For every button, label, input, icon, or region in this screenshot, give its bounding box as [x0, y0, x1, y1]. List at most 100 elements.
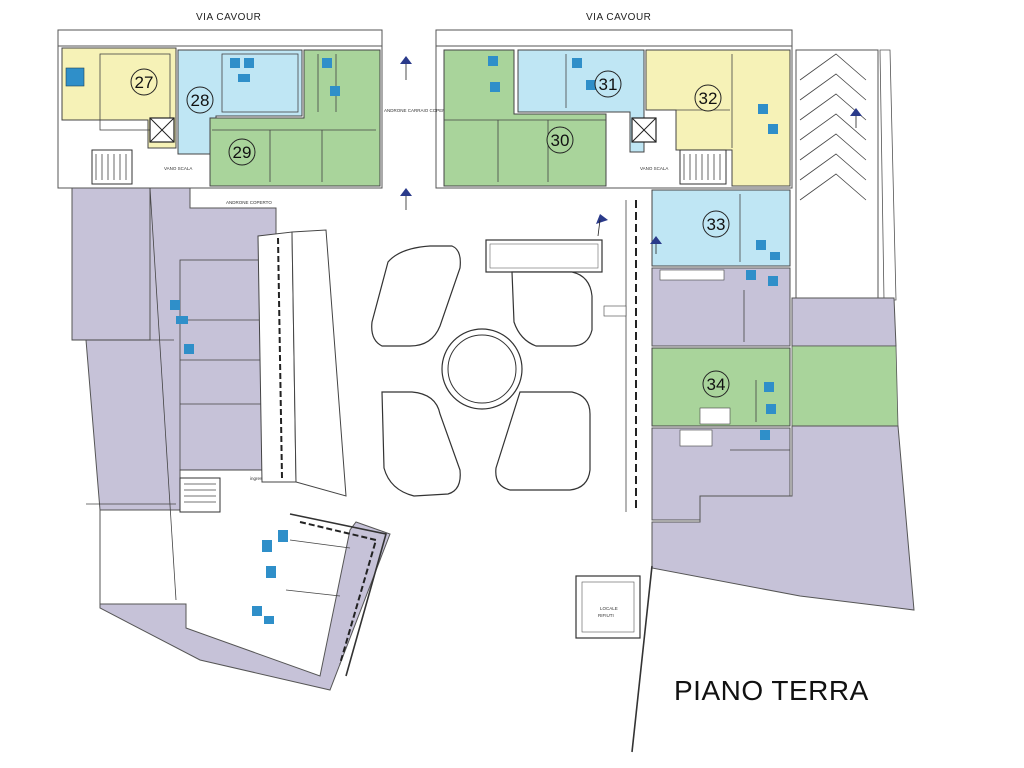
bathroom-fixture — [278, 530, 288, 542]
bathroom-fixture — [176, 316, 188, 324]
unit-number-circle — [546, 126, 574, 154]
stair-icon — [679, 149, 727, 185]
building-top-left — [57, 29, 383, 189]
parking-ramp — [795, 49, 879, 299]
commercial-unit — [651, 267, 791, 347]
bathroom-fixture — [586, 80, 596, 90]
sign-panel — [603, 305, 627, 317]
bathroom-fixture — [170, 300, 180, 310]
bathroom-fixture — [770, 252, 780, 260]
unit-number-27: 27 — [135, 73, 154, 92]
label-vano-scala-left: VANO SCALA — [164, 166, 192, 171]
flower-bed — [511, 271, 593, 347]
flower-bed — [381, 391, 461, 497]
bathroom-fixture — [262, 540, 272, 552]
label-ingresso: ingresso — [250, 476, 268, 481]
north-arrow-icon — [650, 236, 662, 254]
bathroom-fixture — [244, 58, 254, 68]
bathroom-fixture — [764, 382, 774, 392]
unit-number-33: 33 — [707, 215, 726, 234]
commercial-strip — [791, 297, 897, 347]
portico-left — [257, 229, 347, 497]
stair-icon — [659, 269, 725, 281]
bathroom-fixture — [490, 82, 500, 92]
label-androne-coperto: ANDRONE COPERTO — [226, 200, 272, 205]
unit-number-34: 34 — [707, 375, 726, 394]
unit-30: 30 — [443, 49, 607, 187]
bathroom-fixture — [766, 404, 776, 414]
street-label-left: VIA CAVOUR — [196, 12, 261, 23]
unit-number-circle — [702, 370, 730, 398]
bathroom-fixture — [252, 606, 262, 616]
bathroom-fixture — [330, 86, 340, 96]
portico-lower — [289, 513, 388, 677]
boundary-wall — [879, 49, 897, 301]
bathroom-fixture — [488, 56, 498, 66]
north-arrow-icon — [850, 108, 862, 128]
building-top-right — [435, 29, 793, 189]
bathroom-fixture — [230, 58, 240, 68]
bathroom-fixture — [758, 104, 768, 114]
bathroom-fixture — [264, 616, 274, 624]
label-androne-carraio: ANDRONE CARRAIO COPERTO — [384, 108, 452, 113]
stair-icon — [699, 407, 731, 425]
room — [99, 53, 171, 131]
bathroom-fixture — [322, 58, 332, 68]
fountain-outer — [441, 328, 523, 410]
unit-number-circle — [694, 84, 722, 112]
flower-bed — [371, 245, 461, 347]
unit-31: 31 — [517, 49, 645, 153]
unit-number-circle — [702, 210, 730, 238]
unit-number-circle — [594, 70, 622, 98]
boundary-wall — [631, 565, 653, 753]
bathroom-fixture — [768, 276, 778, 286]
north-arrow-icon — [400, 56, 412, 80]
unit-29: 29 — [209, 49, 381, 187]
unit-28: 28 — [177, 49, 303, 155]
unit-28-area — [177, 49, 303, 155]
elevator-icon — [149, 117, 175, 143]
unit-number-29: 29 — [233, 143, 252, 162]
flower-bed — [495, 391, 591, 491]
bathroom-fixture — [768, 124, 778, 134]
locale-rifiuti — [575, 575, 641, 639]
garden-strip — [791, 345, 899, 427]
north-arrow-icon — [400, 188, 412, 210]
unit-number-31: 31 — [599, 75, 618, 94]
bathroom-fixture — [572, 58, 582, 68]
north-arrow-icon — [596, 214, 608, 237]
label-locale: LOCALE — [600, 606, 618, 611]
bathroom-fixture — [266, 566, 276, 578]
street-label-right: VIA CAVOUR — [586, 12, 651, 23]
label-locale-sub: RIFIUTI — [598, 613, 614, 618]
stair-icon — [679, 429, 713, 447]
bathroom-fixture — [760, 430, 770, 440]
planter-bed — [485, 239, 603, 273]
bathroom-fixture — [746, 270, 756, 280]
unit-27: 27 — [61, 47, 177, 149]
commercial-wing-left — [71, 187, 391, 691]
unit-number-28: 28 — [191, 91, 210, 110]
elevator-icon — [631, 117, 657, 143]
street-front-strip — [435, 29, 793, 47]
stair-icon — [179, 477, 221, 513]
bathroom-fixture — [65, 67, 85, 87]
bathroom-fixture — [756, 240, 766, 250]
courtyard-garden — [371, 239, 603, 497]
unit-number-30: 30 — [551, 131, 570, 150]
commercial-unit — [71, 187, 151, 341]
right-wing: 33 34 — [603, 189, 791, 521]
commercial-area-bottom-right — [651, 425, 915, 611]
unit-number-32: 32 — [699, 89, 718, 108]
room — [221, 53, 299, 113]
floor-title: PIANO TERRA — [674, 675, 869, 706]
unit-32: 32 — [645, 49, 791, 187]
unit-number-circle — [228, 138, 256, 166]
label-vano-scala-right: VANO SCALA — [640, 166, 668, 171]
street-front-strip — [57, 29, 383, 47]
bathroom-fixture — [238, 74, 250, 82]
bathroom-fixture — [184, 344, 194, 354]
stair-icon — [91, 149, 133, 185]
unit-number-circle — [186, 86, 214, 114]
